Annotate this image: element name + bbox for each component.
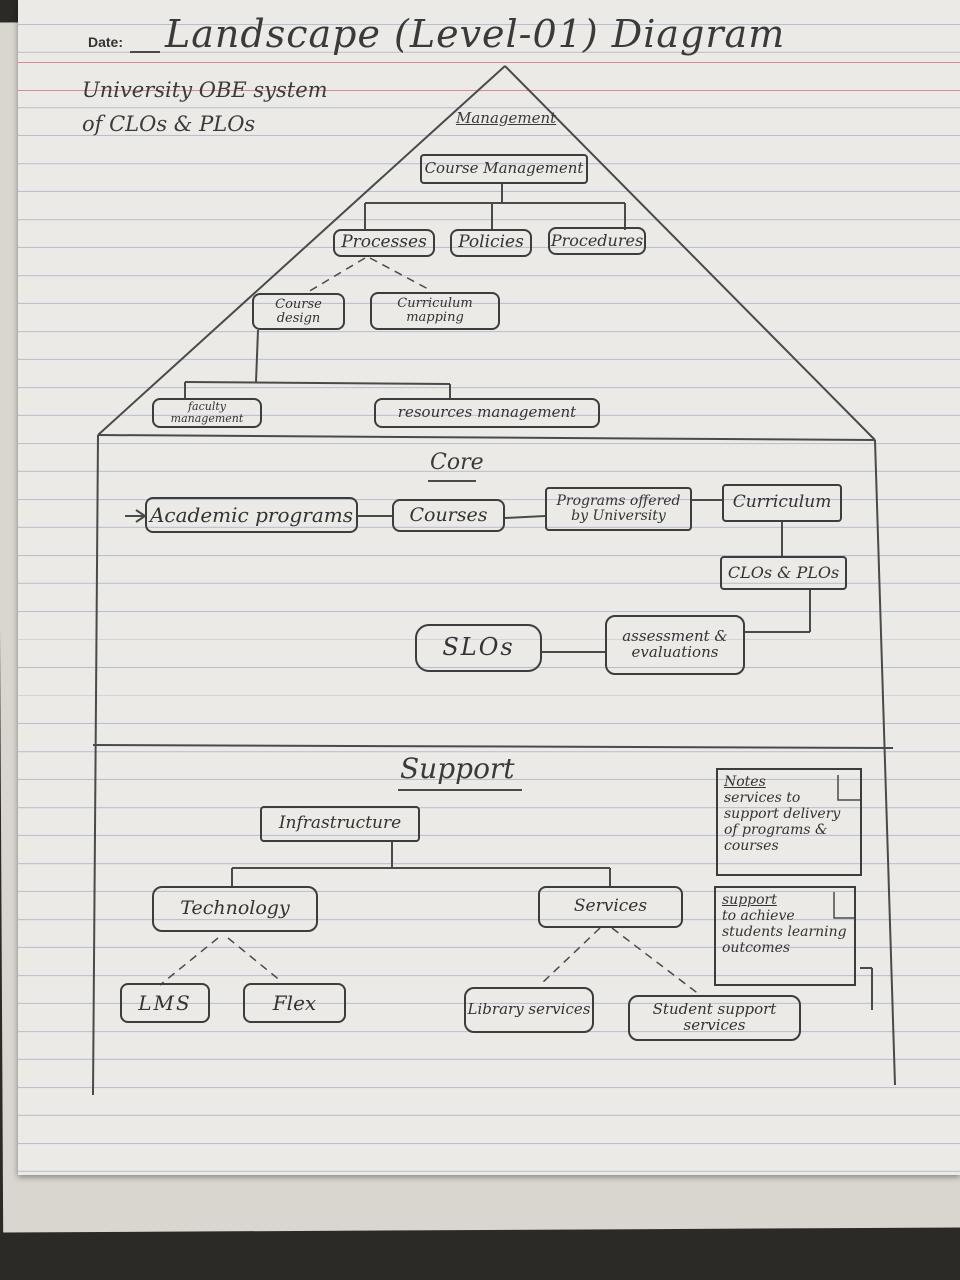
curriculum-box: Curriculum — [722, 484, 842, 522]
curriculum-mapping-box: Curriculum mapping — [370, 292, 500, 330]
notebook-page — [18, 0, 960, 1175]
note-title: Notes — [724, 774, 766, 790]
slos-box: SLOs — [415, 624, 542, 672]
infrastructure-box: Infrastructure — [260, 806, 420, 842]
resources-management-box: resources management — [374, 398, 600, 428]
student-support-services-box: Student support services — [628, 995, 801, 1041]
core-heading: Core — [430, 450, 484, 475]
subtitle-line-2: of CLOs & PLOs — [82, 112, 256, 136]
note-body: to achieve students learning outcomes — [722, 908, 847, 957]
programs-offered-box: Programs offered by University — [545, 487, 692, 531]
date-label: Date: — [88, 34, 124, 50]
red-margin-line — [18, 90, 960, 91]
technology-box: Technology — [152, 886, 318, 932]
flex-box: Flex — [243, 983, 346, 1023]
diagram-title: Landscape (Level-01) Diagram — [165, 12, 786, 56]
faculty-management-box: faculty management — [152, 398, 262, 428]
academic-programs-box: Academic programs — [145, 497, 358, 533]
note-body: services to support delivery of programs… — [724, 790, 841, 855]
note-support: support to achieve students learning out… — [714, 886, 856, 986]
policies-box: Policies — [450, 229, 532, 257]
management-heading: Management — [456, 109, 557, 127]
note-services: Notes services to support delivery of pr… — [716, 768, 862, 876]
clos-plos-box: CLOs & PLOs — [720, 556, 847, 590]
services-box: Services — [538, 886, 683, 928]
courses-box: Courses — [392, 499, 505, 532]
lms-box: LMS — [120, 983, 210, 1023]
procedures-box: Procedures — [548, 227, 646, 255]
library-services-box: Library services — [464, 987, 594, 1033]
processes-box: Processes — [333, 229, 435, 257]
assessment-evaluations-box: assessment & evaluations — [605, 615, 745, 675]
note-title: support — [722, 892, 777, 908]
subtitle-line-1: University OBE system — [82, 78, 328, 102]
course-management-box: Course Management — [420, 154, 588, 184]
red-margin-line — [18, 62, 960, 63]
course-design-box: Course design — [252, 293, 345, 330]
support-heading: Support — [400, 752, 515, 785]
